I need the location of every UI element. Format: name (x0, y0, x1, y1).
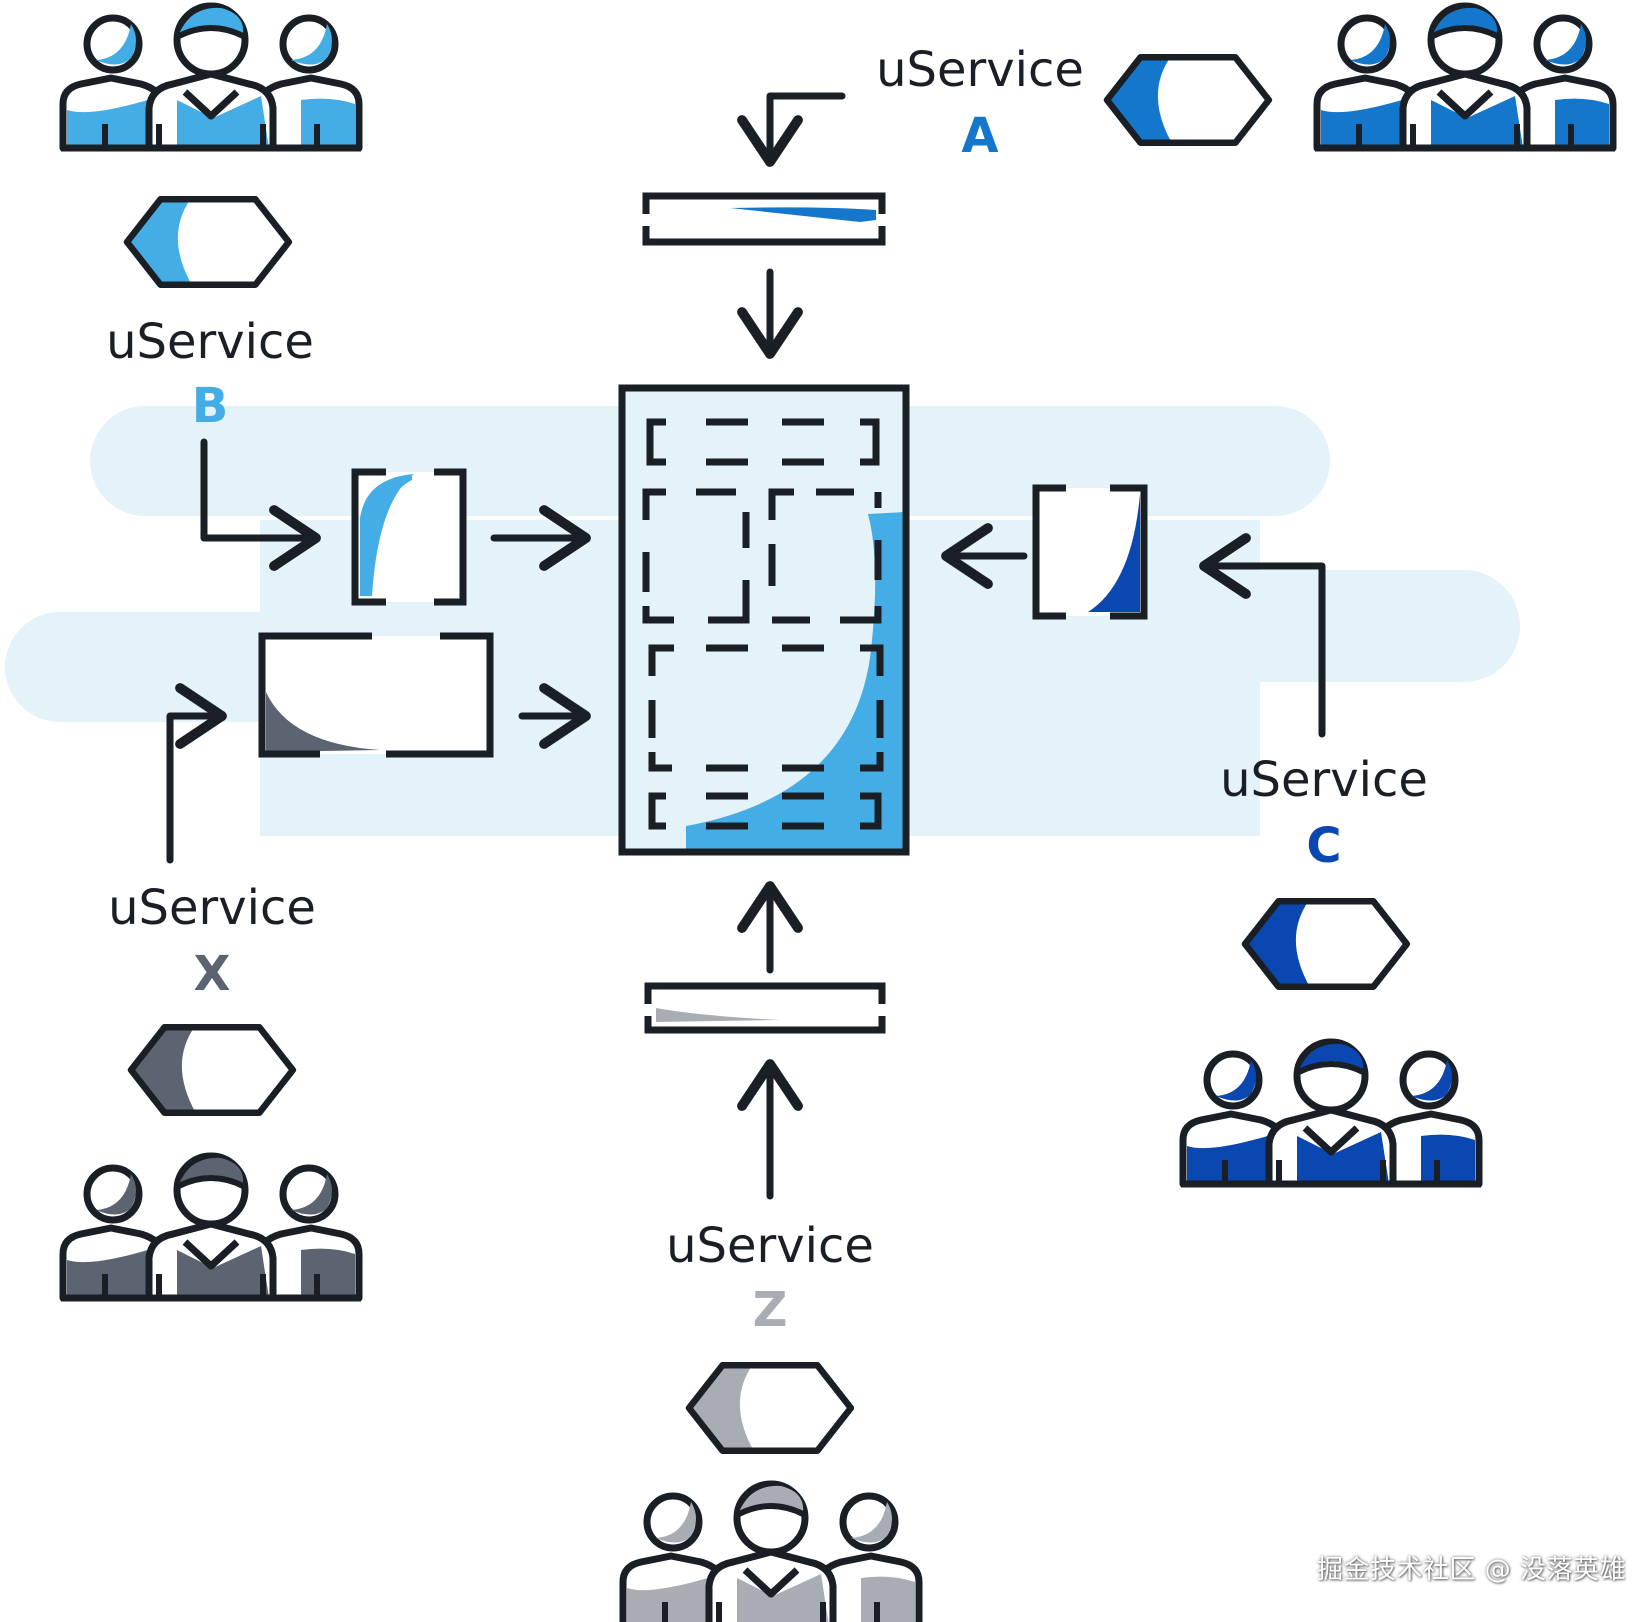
team-c-people-icon (1181, 1042, 1481, 1184)
arrows (166, 92, 1326, 1200)
service-x-store (258, 632, 494, 758)
service-b-label: uService (106, 314, 314, 370)
service-x-hexagon (109, 1018, 293, 1130)
arrow-x-to-store (166, 683, 227, 864)
arrow-a-to-bar (737, 92, 846, 167)
service-a-hexagon (1085, 48, 1269, 160)
service-z-letter: Z (753, 1282, 788, 1338)
service-c-label: uService (1220, 752, 1428, 808)
service-b-letter: B (192, 378, 229, 434)
team-z-people-icon (621, 1484, 921, 1622)
team-b-people-icon (61, 6, 361, 148)
team-a-people-icon (1315, 6, 1615, 148)
service-x-letter: X (193, 946, 230, 1002)
service-b-store (351, 468, 467, 606)
central-database (618, 384, 910, 856)
team-x-people-icon (61, 1156, 361, 1298)
service-z-label: uService (666, 1218, 874, 1274)
service-x-label: uService (108, 880, 316, 936)
service-a-letter: A (961, 108, 998, 164)
service-a-label: uService (876, 42, 1084, 98)
arrow-c-to-store (1199, 533, 1326, 738)
message-bar-bottom (644, 982, 886, 1034)
service-c-hexagon (1223, 892, 1407, 1004)
watermark: 掘金技术社区 @ 没落英雄 (1316, 1555, 1626, 1585)
service-z-hexagon (667, 1356, 851, 1468)
service-c-store (1032, 484, 1148, 620)
message-bar-top (642, 192, 886, 246)
arrow-b-to-store (200, 438, 321, 571)
service-b-hexagon (105, 190, 289, 302)
service-c-letter: C (1306, 818, 1341, 874)
